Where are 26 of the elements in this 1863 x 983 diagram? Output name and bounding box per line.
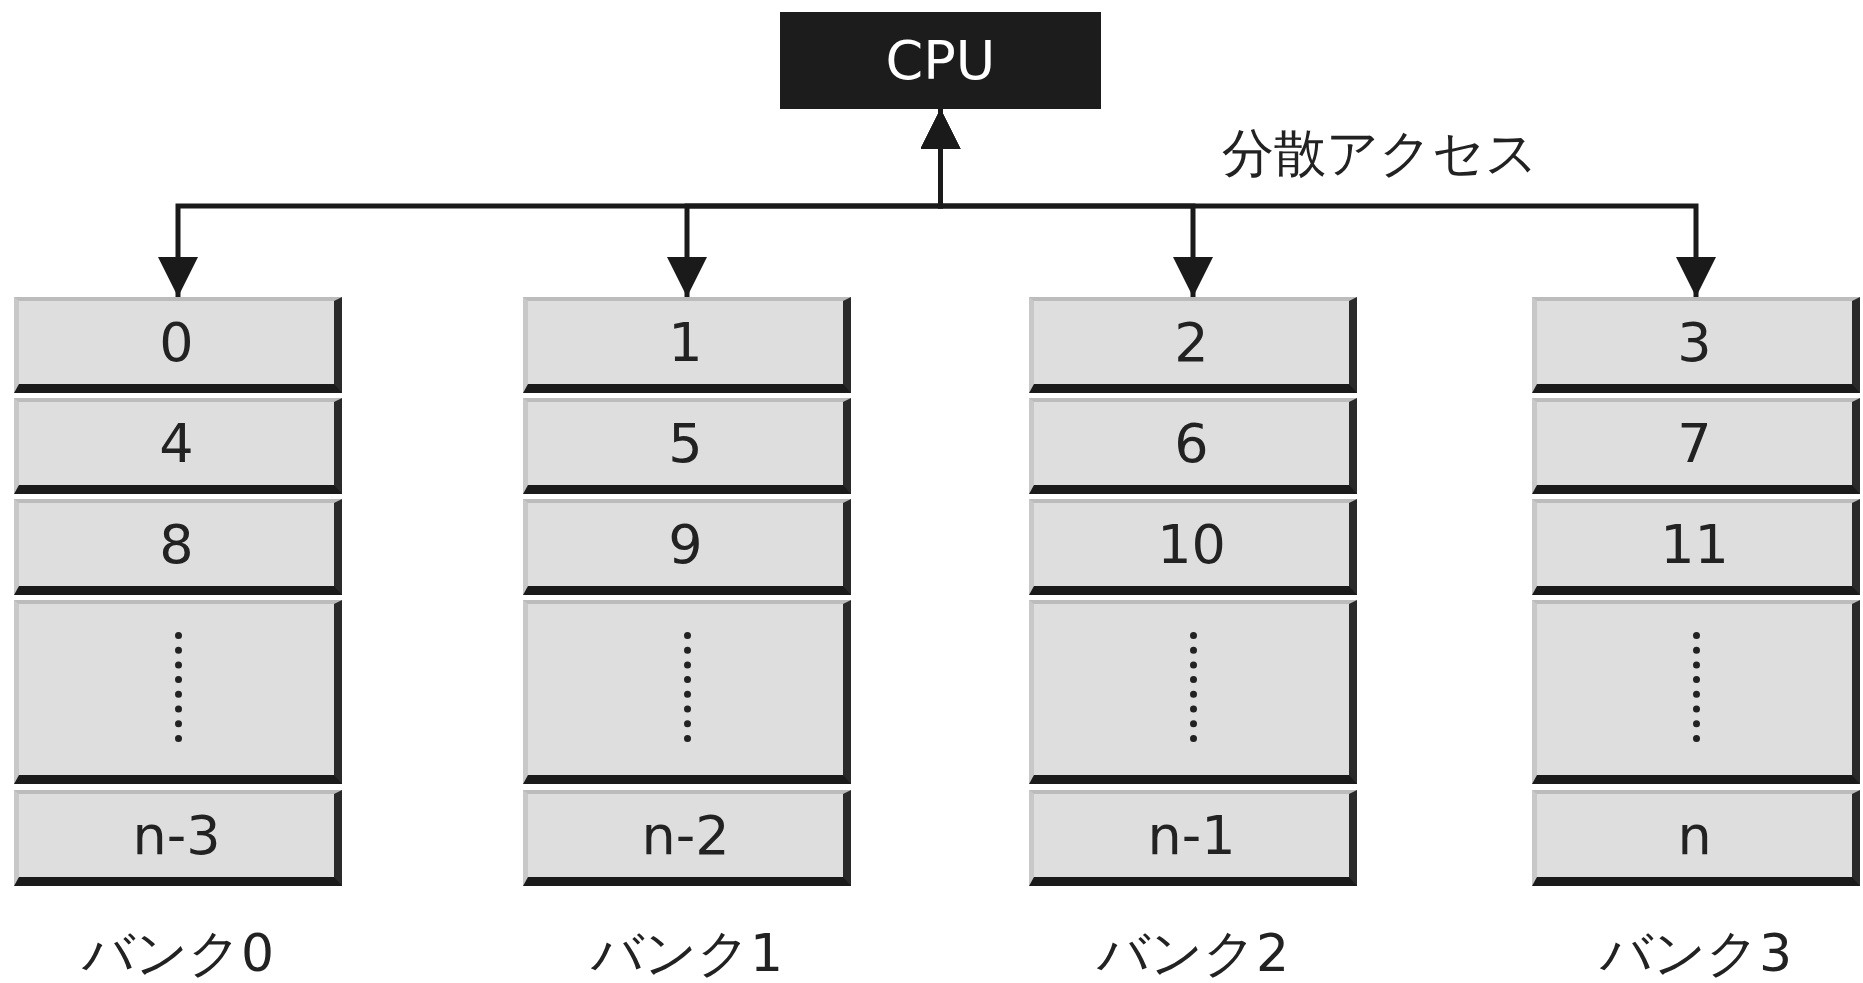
memory-cell: 7 — [1532, 398, 1860, 494]
memory-cell: 6 — [1029, 398, 1357, 494]
cpu-box: CPU — [780, 12, 1101, 109]
memory-cell — [14, 600, 342, 784]
memory-cell: 3 — [1532, 297, 1860, 393]
memory-cell: n-1 — [1029, 790, 1357, 886]
memory-cell: 5 — [523, 398, 851, 494]
memory-cell — [1532, 600, 1860, 784]
memory-cell: 0 — [14, 297, 342, 393]
memory-cell: 10 — [1029, 499, 1357, 595]
memory-cell: 1 — [523, 297, 851, 393]
annotation-label: 分散アクセス — [1222, 122, 1538, 184]
memory-cell: 4 — [14, 398, 342, 494]
memory-cell: n — [1532, 790, 1860, 886]
memory-cell: n-3 — [14, 790, 342, 886]
bank-label: バンク1 — [589, 922, 785, 983]
memory-cell: 8 — [14, 499, 342, 595]
bank-label: バンク0 — [80, 922, 276, 983]
memory-cell: 2 — [1029, 297, 1357, 393]
memory-cell: 11 — [1532, 499, 1860, 595]
memory-cell — [1029, 600, 1357, 784]
memory-cell — [523, 600, 851, 784]
memory-cell: 9 — [523, 499, 851, 595]
memory-cell: n-2 — [523, 790, 851, 886]
bank-label: バンク2 — [1095, 922, 1291, 983]
bank-label: バンク3 — [1598, 922, 1794, 983]
